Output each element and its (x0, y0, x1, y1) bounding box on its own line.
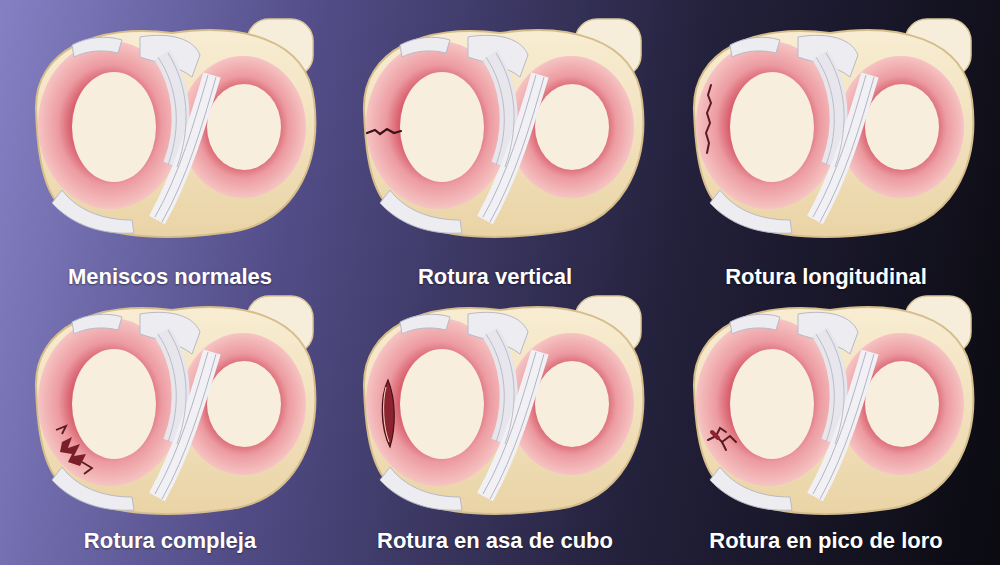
tear-type-label: Rotura longitudinal (725, 264, 927, 290)
tear-type-label: Rotura en asa de cubo (377, 528, 613, 554)
tear-type-label: Rotura compleja (84, 528, 256, 554)
tear-type-label: Meniscos normales (68, 264, 272, 290)
tear-type-label: Rotura vertical (418, 264, 572, 290)
tear-type-label: Rotura en pico de loro (709, 528, 942, 554)
